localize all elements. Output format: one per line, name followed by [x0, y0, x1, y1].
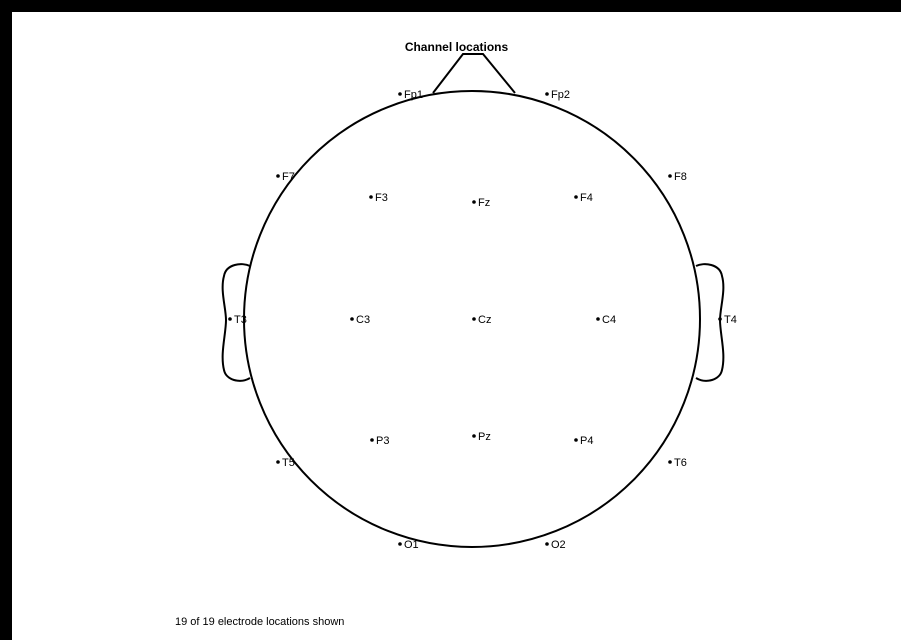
electrode-dot-t5: [276, 460, 280, 464]
electrode-dot-pz: [472, 434, 476, 438]
electrode-label-o2: O2: [551, 539, 566, 551]
electrode-t5: T5: [276, 457, 295, 469]
electrode-dot-f8: [668, 174, 672, 178]
electrode-label-t4: T4: [724, 314, 737, 326]
electrode-t6: T6: [668, 457, 687, 469]
electrode-label-fp1: Fp1: [404, 89, 423, 101]
electrode-dot-f4: [574, 195, 578, 199]
electrode-dot-p4: [574, 438, 578, 442]
electrode-dot-c3: [350, 317, 354, 321]
electrode-fz: Fz: [472, 197, 490, 209]
electrode-label-f8: F8: [674, 171, 687, 183]
electrode-dot-p3: [370, 438, 374, 442]
electrode-label-f4: F4: [580, 192, 593, 204]
electrode-label-c4: C4: [602, 314, 616, 326]
electrode-t4: T4: [718, 314, 737, 326]
electrode-dot-t4: [718, 317, 722, 321]
electrode-dot-fz: [472, 200, 476, 204]
electrode-dot-t6: [668, 460, 672, 464]
plot-title: Channel locations: [404, 40, 509, 54]
electrode-p3: P3: [370, 435, 389, 447]
electrode-label-p3: P3: [376, 435, 389, 447]
electrode-dot-fp1: [398, 92, 402, 96]
electrode-fp1: Fp1: [398, 89, 423, 101]
electrode-label-pz: Pz: [478, 431, 491, 443]
electrode-label-fp2: Fp2: [551, 89, 570, 101]
electrode-f3: F3: [369, 192, 388, 204]
electrode-label-p4: P4: [580, 435, 593, 447]
electrode-label-t5: T5: [282, 457, 295, 469]
head-outline: [243, 90, 701, 548]
electrode-dot-f7: [276, 174, 280, 178]
electrode-f7: F7: [276, 171, 295, 183]
electrode-dot-cz: [472, 317, 476, 321]
electrode-dot-fp2: [545, 92, 549, 96]
electrode-c4: C4: [596, 314, 616, 326]
electrode-f8: F8: [668, 171, 687, 183]
electrode-f4: F4: [574, 192, 593, 204]
electrode-label-t3: T3: [234, 314, 247, 326]
electrode-c3: C3: [350, 314, 370, 326]
electrode-label-fz: Fz: [478, 197, 490, 209]
electrode-t3: T3: [228, 314, 247, 326]
electrode-label-t6: T6: [674, 457, 687, 469]
electrode-label-o1: O1: [404, 539, 419, 551]
electrode-dot-o1: [398, 542, 402, 546]
electrode-dot-o2: [545, 542, 549, 546]
head-outline-group: [221, 53, 725, 548]
electrode-fp2: Fp2: [545, 89, 570, 101]
electrode-dot-t3: [228, 317, 232, 321]
electrode-label-c3: C3: [356, 314, 370, 326]
electrode-cz: Cz: [472, 314, 491, 326]
electrode-label-f3: F3: [375, 192, 388, 204]
electrode-dot-c4: [596, 317, 600, 321]
electrode-o2: O2: [545, 539, 566, 551]
electrode-dot-f3: [369, 195, 373, 199]
electrode-label-f7: F7: [282, 171, 295, 183]
electrode-p4: P4: [574, 435, 593, 447]
electrode-count-note: 19 of 19 electrode locations shown: [175, 616, 345, 628]
electrode-pz: Pz: [472, 431, 491, 443]
electrode-label-cz: Cz: [478, 314, 491, 326]
left-ear: [221, 263, 251, 382]
nose: [432, 53, 516, 94]
electrode-o1: O1: [398, 539, 419, 551]
